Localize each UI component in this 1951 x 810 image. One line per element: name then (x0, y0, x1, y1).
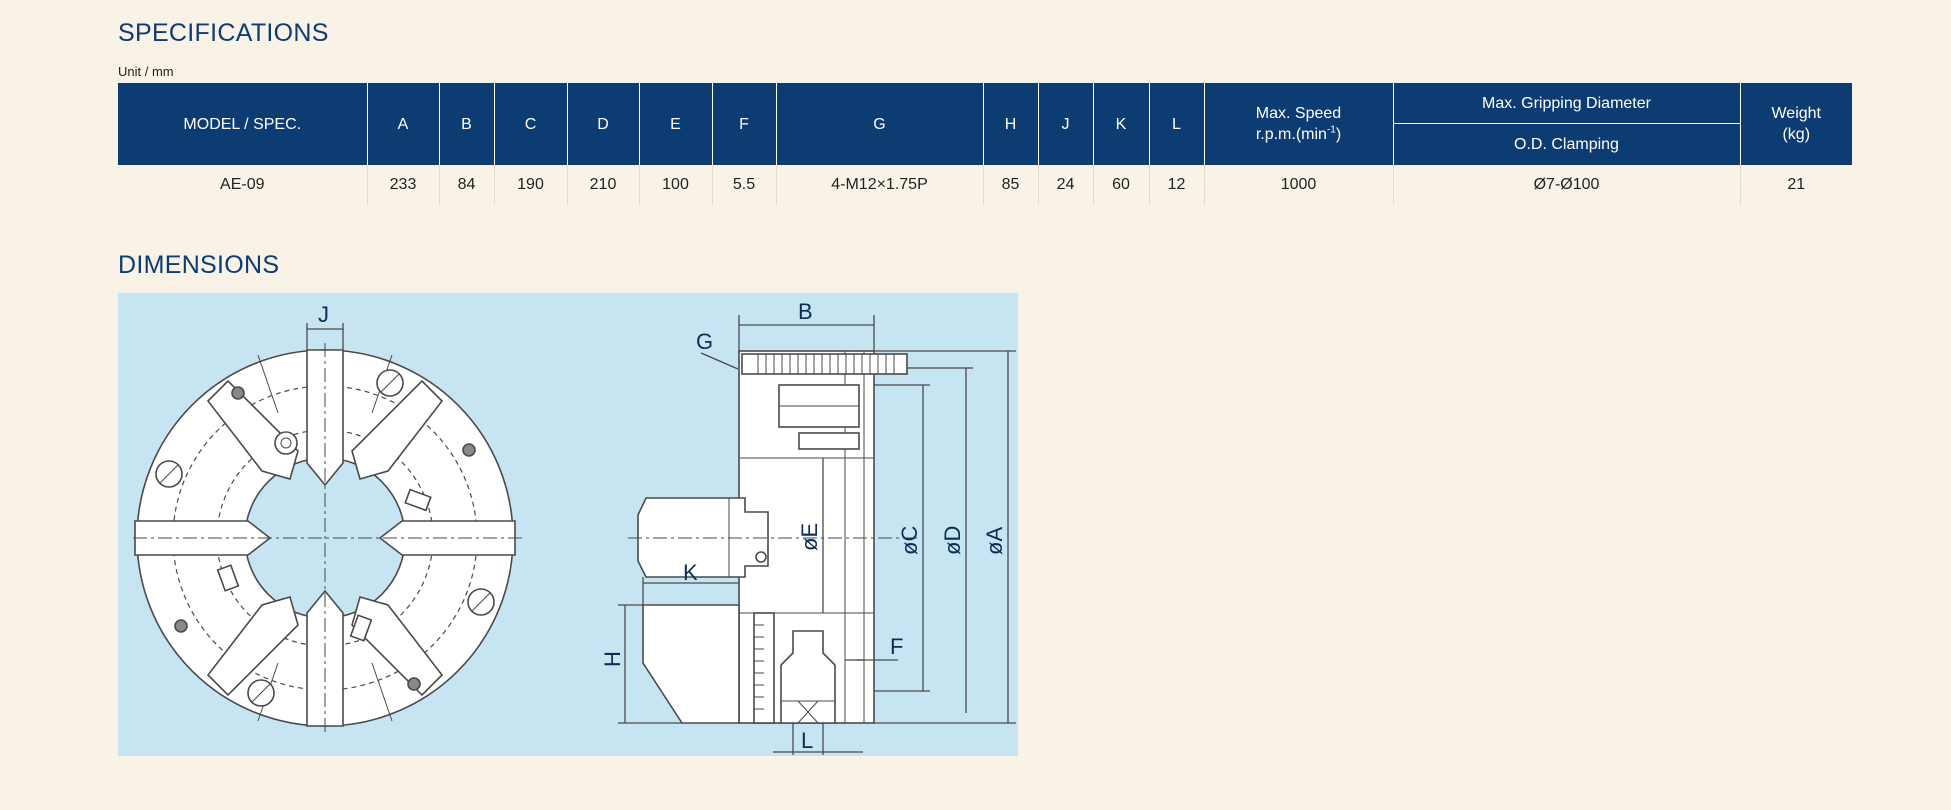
header-e: E (638, 83, 713, 165)
dim-label-a: øA (982, 527, 1007, 555)
cell-weight: 21 (1739, 165, 1852, 205)
header-max-speed-line2: r.p.m.(min (1255, 126, 1327, 143)
lower-serrations (753, 612, 775, 724)
side-view: B G øE øC øD øA K (600, 299, 1016, 755)
cell-model: AE-09 (118, 165, 368, 205)
specifications-title: SPECIFICATIONS (118, 19, 329, 47)
jaw-top-left (206, 379, 299, 480)
cell-k: 60 (1092, 165, 1150, 205)
dim-label-l: L (801, 728, 813, 753)
table-subheader-row: O.D. Clamping (118, 123, 1852, 165)
header-c: C (493, 83, 568, 165)
dimensions-drawing: J (133, 299, 1016, 755)
mounting-bolt (741, 353, 908, 375)
cell-b: 84 (438, 165, 495, 205)
dim-label-e: øE (797, 523, 822, 551)
bottom-piston (780, 630, 836, 724)
dim-label-c: øC (897, 526, 922, 555)
header-a: A (366, 83, 440, 165)
lower-jaw-body (642, 604, 740, 724)
table-row: AE-09 233 84 190 210 100 5.5 4-M12×1.75P… (118, 165, 1852, 205)
header-od-clamping: O.D. Clamping (1393, 123, 1740, 165)
table-header-row: MODEL / SPEC. A B C D E F G H J K L Max.… (118, 83, 1852, 165)
header-max-speed: Max. Speed r.p.m.(min-1) (1203, 83, 1394, 165)
cell-f: 5.5 (711, 165, 777, 205)
cell-h: 85 (982, 165, 1039, 205)
header-l: L (1148, 83, 1205, 165)
specifications-table: MODEL / SPEC. A B C D E F G H J K L Max.… (118, 83, 1852, 205)
cell-l: 12 (1148, 165, 1205, 205)
header-g: G (775, 83, 984, 165)
header-model-spec: MODEL / SPEC. (118, 83, 368, 165)
mounting-screws (155, 369, 495, 707)
header-d: D (566, 83, 640, 165)
header-f: F (711, 83, 777, 165)
jaw-bottom (306, 589, 344, 727)
jaw-right (378, 520, 516, 556)
header-weight: Weight (kg) (1739, 83, 1852, 165)
cell-a: 233 (366, 165, 440, 205)
header-b: B (438, 83, 495, 165)
jaw-bottom-right (351, 596, 444, 697)
cell-od-clamping: Ø7-Ø100 (1392, 165, 1741, 205)
header-max-gripping-diameter: Max. Gripping Diameter (1392, 83, 1741, 124)
dim-label-b: B (798, 299, 813, 324)
header-max-speed-line1: Max. Speed (1255, 105, 1342, 122)
jaw-top (306, 349, 344, 487)
cell-max-speed: 1000 (1203, 165, 1394, 205)
header-j: J (1037, 83, 1094, 165)
header-h: H (982, 83, 1039, 165)
dim-label-j: J (318, 302, 329, 327)
header-weight-line1: Weight (1771, 105, 1821, 122)
dimensions-drawing-panel: J (118, 293, 1018, 756)
cell-e: 100 (638, 165, 713, 205)
cell-g: 4-M12×1.75P (775, 165, 984, 205)
header-max-speed-close: ) (1335, 126, 1342, 143)
cell-d: 210 (566, 165, 640, 205)
jaw-bottom-left (206, 596, 299, 697)
header-k: K (1092, 83, 1150, 165)
header-max-speed-sup: -1 (1326, 124, 1336, 136)
jaw-top-right (351, 379, 444, 480)
cell-j: 24 (1037, 165, 1094, 205)
unit-note: Unit / mm (118, 64, 174, 79)
upper-pin (798, 432, 860, 450)
dim-label-h: H (600, 651, 625, 667)
header-weight-line2: (kg) (1782, 126, 1811, 143)
dim-label-d: øD (940, 526, 965, 555)
dim-label-k: K (683, 560, 698, 585)
dim-label-g: G (696, 329, 713, 354)
dimensions-title: DIMENSIONS (118, 251, 280, 279)
dim-label-f: F (890, 634, 903, 659)
cell-c: 190 (493, 165, 568, 205)
front-view: J (133, 302, 523, 733)
